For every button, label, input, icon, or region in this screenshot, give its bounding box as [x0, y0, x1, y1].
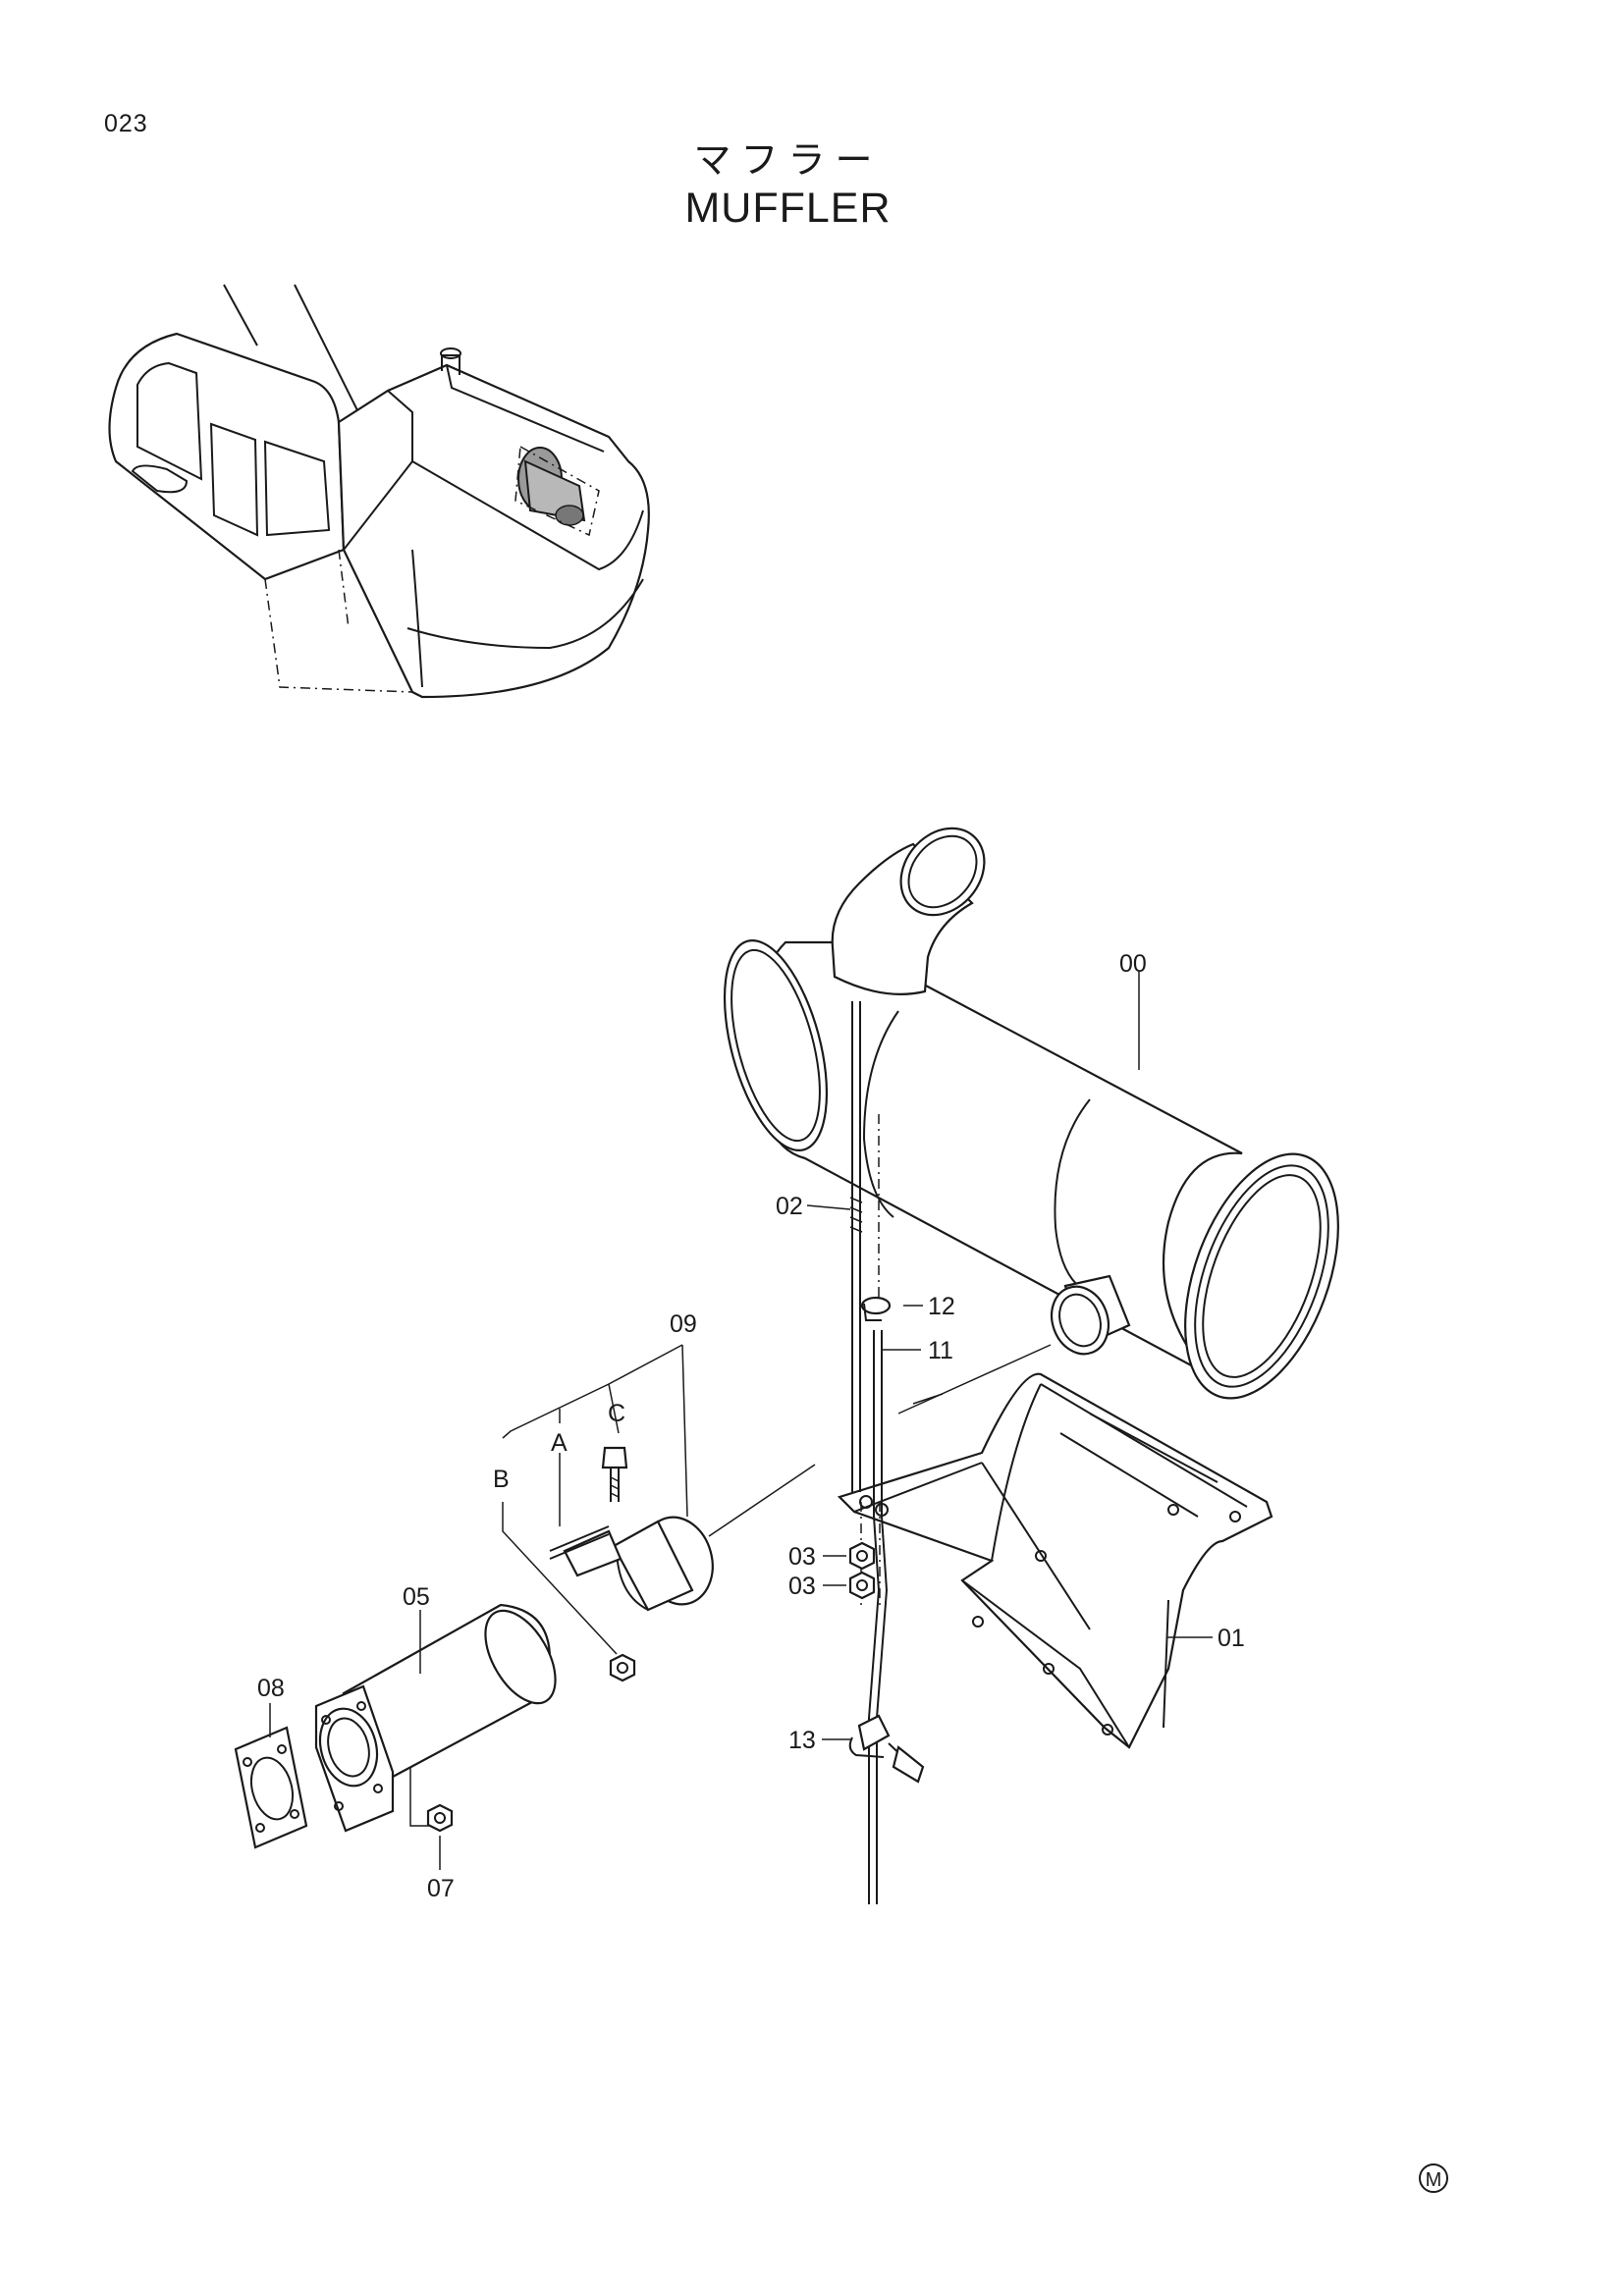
callout-01: 01 [1218, 1625, 1245, 1652]
callout-11: 11 [928, 1337, 953, 1364]
callout-b: B [493, 1466, 510, 1493]
callout-03-lower: 03 [788, 1573, 816, 1600]
page-title: MUFFLER [684, 185, 892, 232]
leader-lines [269, 972, 1213, 1870]
clamp-assembly [502, 1344, 1052, 1682]
page-title-japanese: マフラー [693, 138, 883, 182]
callout-a: A [551, 1429, 568, 1457]
muffler-icon [723, 827, 1339, 1400]
callout-03-upper: 03 [788, 1543, 816, 1571]
support-rods [848, 1001, 925, 1904]
page-number: 023 [104, 110, 148, 137]
callout-00: 00 [1119, 950, 1147, 978]
callout-05: 05 [403, 1583, 430, 1611]
exhaust-pipe [234, 1603, 557, 1849]
callout-08: 08 [257, 1675, 285, 1702]
callout-13: 13 [788, 1727, 816, 1754]
muffler-bracket-icon [837, 1372, 1273, 1749]
circled-m-text: M [1426, 2169, 1442, 2191]
callout-07: 07 [427, 1875, 455, 1902]
callout-12: 12 [928, 1293, 955, 1320]
callout-09: 09 [670, 1310, 697, 1338]
callout-02: 02 [776, 1193, 803, 1220]
callout-c: C [608, 1400, 625, 1427]
excavator-overview-icon [108, 284, 650, 699]
circled-m-mark: M [1419, 2163, 1448, 2193]
